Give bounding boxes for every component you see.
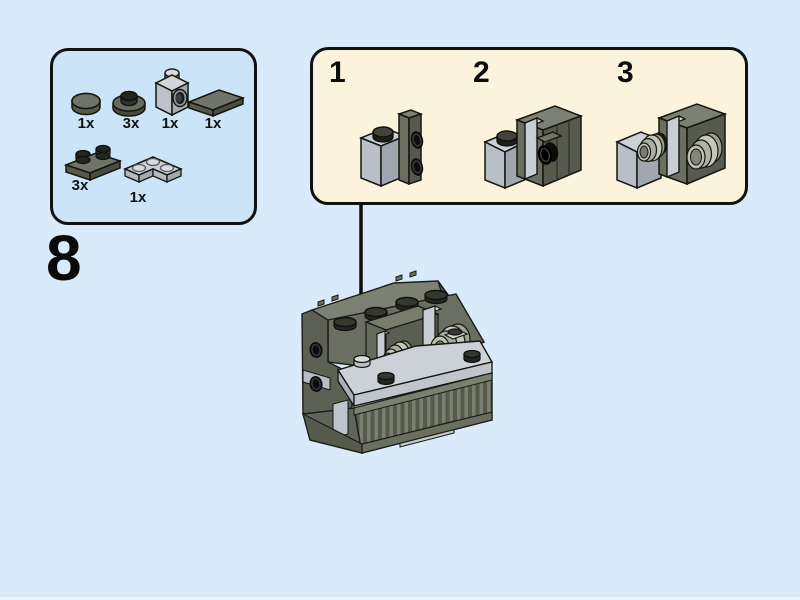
plate-1x2-dark-gray-icon [63,144,123,182]
round-plate-1x1-dark-gray-icon [112,90,146,117]
subassembly-step3-illustration [615,103,728,190]
round-tile-1x1-dark-gray-icon [71,92,101,116]
part-item [148,65,196,117]
side-studs [309,342,323,392]
substeps-panel: 1 2 [310,47,748,205]
substep-3-number: 3 [617,56,634,89]
main-model-illustration [301,270,494,454]
part-count: 3x [122,115,140,132]
step-number: 8 [46,222,82,294]
page-bottom-edge [0,597,800,600]
part-count: 3x [71,177,89,194]
substep-2-number: 2 [473,56,490,89]
substep-1-number: 1 [329,56,346,89]
substep-3: 3 [601,50,745,202]
parts-list-panel: 1x 3x 1x [50,48,257,225]
plate-studs [353,349,481,386]
substep-1: 1 [313,50,457,202]
part-count: 1x [129,189,147,206]
corner-plate-2x2-light-gray-icon [123,156,183,183]
part-item [107,83,151,117]
tile-1x2-dark-gray-icon [186,89,246,117]
part-item [115,143,191,191]
substep-2: 2 [457,50,601,202]
part-item [64,87,108,117]
part-item [62,143,124,183]
part-item [185,87,247,117]
part-count: 1x [204,115,222,132]
part-count: 1x [161,115,179,132]
headlight-brick-1x1-light-gray-icon [154,68,190,117]
part-count: 1x [77,115,95,132]
subassembly-step2-illustration [483,105,584,190]
subassembly-step1-illustration [359,109,424,188]
